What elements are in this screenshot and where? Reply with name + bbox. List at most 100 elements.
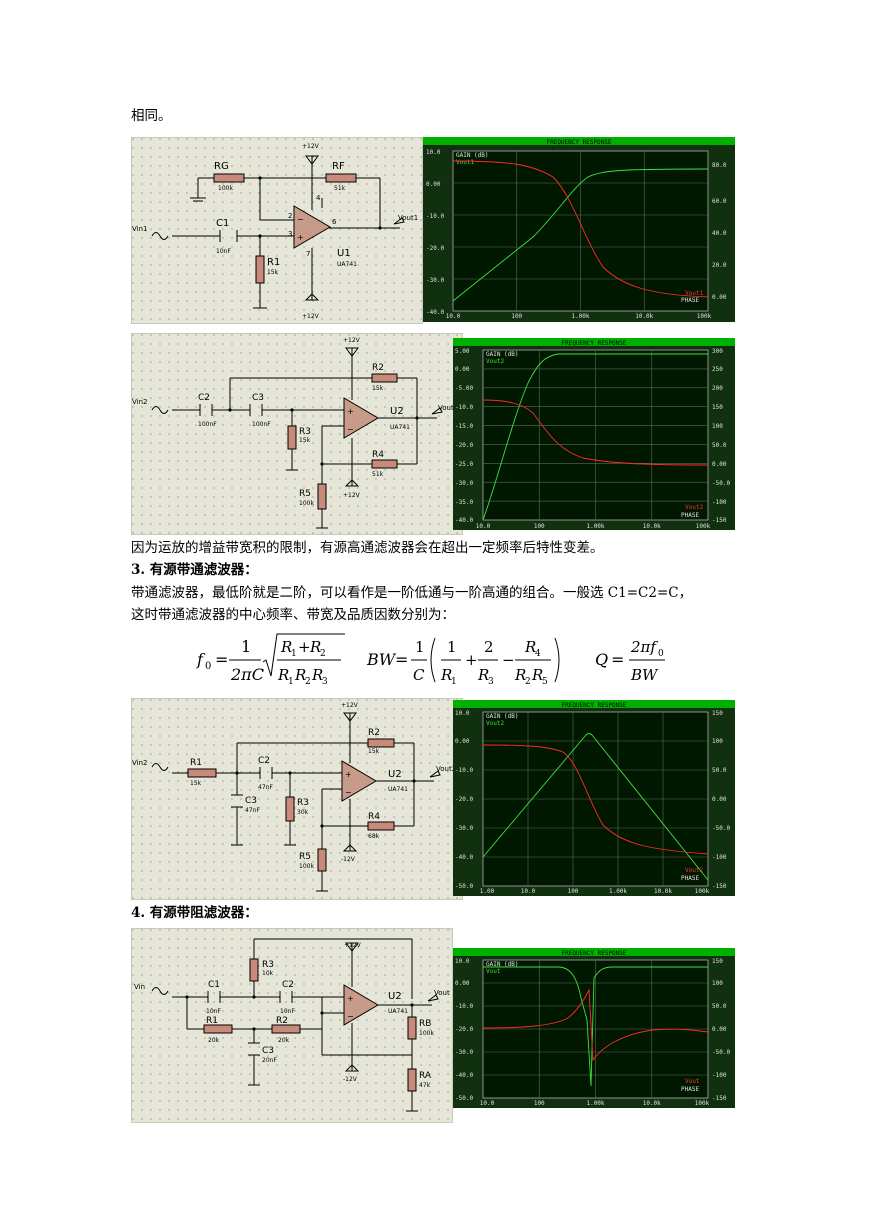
vminus-label: +12V bbox=[343, 492, 361, 499]
svg-text:2: 2 bbox=[288, 212, 292, 220]
svg-text:2: 2 bbox=[484, 638, 494, 656]
rb-label: RB bbox=[419, 1019, 431, 1029]
y-tick: -10.0 bbox=[455, 404, 473, 411]
svg-text:0: 0 bbox=[658, 649, 664, 659]
opamp-model: UA741 bbox=[388, 1008, 408, 1015]
x-tick: 100 bbox=[568, 888, 579, 895]
plot-title: FREQUENCY RESPONSE bbox=[561, 702, 626, 709]
phase-label: PHASE bbox=[681, 297, 699, 304]
svg-text:1: 1 bbox=[288, 677, 294, 687]
y-tick: -50.0 bbox=[455, 1095, 473, 1102]
svg-text:R: R bbox=[277, 666, 289, 684]
x-tick: 10.0k bbox=[643, 1100, 661, 1107]
svg-text:−: − bbox=[345, 788, 352, 797]
r1-label: R1 bbox=[206, 1016, 218, 1026]
x-tick: 100 bbox=[534, 1100, 545, 1107]
y-tick: -30.0 bbox=[455, 825, 473, 832]
vout-label: Vout1 bbox=[398, 214, 418, 222]
trace-label: Vout2 bbox=[486, 720, 504, 727]
ra-value: 47k bbox=[419, 1082, 431, 1089]
y2-tick: 100 bbox=[712, 980, 723, 987]
y-tick: -30.0 bbox=[426, 277, 444, 284]
x-tick: 1.00 bbox=[480, 888, 495, 895]
rb-value: 100k bbox=[419, 1030, 434, 1037]
svg-text:+: + bbox=[345, 770, 352, 779]
y2-tick: -100 bbox=[712, 854, 727, 861]
y2-tick: 150 bbox=[712, 404, 723, 411]
y-tick: 0.00 bbox=[426, 181, 441, 188]
svg-text:6: 6 bbox=[332, 218, 337, 226]
r2-value: 15k bbox=[368, 748, 380, 755]
r5-value: 100k bbox=[299, 500, 314, 507]
svg-text:R: R bbox=[531, 666, 543, 684]
gain-label: GAIN (dB) bbox=[456, 152, 489, 159]
y2-tick: 0.00 bbox=[712, 294, 727, 301]
y2-tick: -150 bbox=[712, 517, 727, 524]
r1-label: R1 bbox=[190, 758, 202, 768]
x-tick: 10.0 bbox=[521, 888, 536, 895]
text-line-top: 相同。 bbox=[131, 108, 172, 124]
svg-text:Q: Q bbox=[595, 650, 608, 669]
svg-text:R: R bbox=[440, 666, 452, 684]
r2-value: 15k bbox=[372, 385, 384, 392]
schematic-3: +− Vin2 Vout2 R1 15k C2 47nF C3 47nF R2 … bbox=[131, 698, 463, 900]
phase-label: PHASE bbox=[681, 875, 699, 882]
x-tick: 10.0 bbox=[476, 523, 491, 530]
y-tick: -40.0 bbox=[455, 854, 473, 861]
svg-text:R: R bbox=[524, 638, 536, 656]
svg-text:2: 2 bbox=[305, 677, 311, 687]
svg-text:4: 4 bbox=[316, 194, 321, 202]
y-tick: -40.0 bbox=[455, 1072, 473, 1079]
x-tick: 1.00k bbox=[586, 523, 604, 530]
svg-text:2πf: 2πf bbox=[630, 638, 658, 656]
opamp-label: U2 bbox=[390, 406, 404, 417]
schematic-4: +− Vin Vout R3 10k C1 10nF C2 10nF R1 20… bbox=[131, 928, 453, 1123]
x-tick: 100k bbox=[695, 888, 710, 895]
svg-text:−: − bbox=[502, 651, 515, 669]
y2-tick: 250 bbox=[712, 366, 723, 373]
svg-text:BW: BW bbox=[366, 650, 397, 669]
y2-tick: -50.0 bbox=[712, 480, 730, 487]
para-hp-note: 因为运放的增益带宽积的限制，有源高通滤波器会在超出一定频率后特性变差。 bbox=[131, 540, 604, 556]
y-tick: -40.0 bbox=[455, 517, 473, 524]
y-tick: 0.00 bbox=[455, 366, 470, 373]
y-tick: 10.0 bbox=[426, 149, 441, 156]
phase-trace-label: Vout bbox=[685, 1078, 700, 1085]
svg-text:+: + bbox=[298, 638, 311, 656]
vplus-label: +12V bbox=[341, 702, 359, 709]
c1-label: C1 bbox=[208, 980, 220, 990]
svg-text:C: C bbox=[413, 666, 425, 684]
trace-label: Vout1 bbox=[456, 159, 474, 166]
r2-label: R2 bbox=[276, 1016, 288, 1026]
r2-value: 20k bbox=[278, 1037, 290, 1044]
r1-value: 15k bbox=[267, 269, 279, 276]
y2-tick: -150 bbox=[712, 883, 727, 890]
r1-label: R1 bbox=[267, 257, 280, 268]
vminus-label: -12V bbox=[341, 856, 356, 863]
vin-label: Vin2 bbox=[132, 759, 147, 767]
x-tick: 10.0k bbox=[643, 523, 661, 530]
gain-label: GAIN (dB) bbox=[486, 713, 519, 720]
y-tick: -35.0 bbox=[455, 499, 473, 506]
x-tick: 1.00k bbox=[609, 888, 627, 895]
r4-label: R4 bbox=[372, 450, 384, 460]
c2-label: C2 bbox=[282, 980, 294, 990]
svg-text:R: R bbox=[477, 666, 489, 684]
c2-value: 10nF bbox=[280, 1008, 295, 1015]
r3-value: 15k bbox=[299, 437, 311, 444]
y-tick: -20.0 bbox=[426, 245, 444, 252]
svg-text:1: 1 bbox=[241, 637, 251, 656]
opamp-model: UA741 bbox=[390, 424, 410, 431]
c2-label: C2 bbox=[258, 756, 270, 766]
svg-text:+: + bbox=[347, 994, 354, 1003]
r3-value: 30k bbox=[297, 809, 309, 816]
opamp-label: U2 bbox=[388, 991, 402, 1002]
svg-text:R: R bbox=[309, 638, 321, 656]
c2-value: 47nF bbox=[258, 784, 273, 791]
phase-label: PHASE bbox=[681, 1086, 699, 1093]
x-tick: 10.0k bbox=[654, 888, 672, 895]
freq-response-1: FREQUENCY RESPONSE 10.0 0.00 -10.0 -20.0… bbox=[423, 137, 735, 322]
vout-label: Vout bbox=[434, 989, 450, 997]
